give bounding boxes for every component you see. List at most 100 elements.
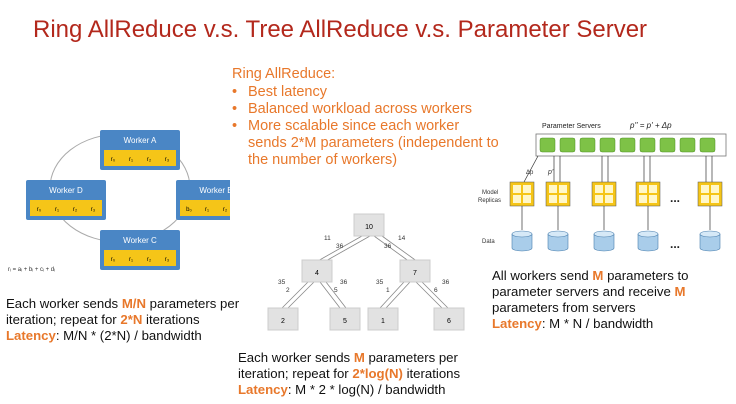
tree-node: 10 bbox=[353, 213, 385, 237]
tree-edge-label: 11 bbox=[324, 235, 331, 242]
tree-diagram: 10 4 7 2 5 1 6 11 36 36 14 35 2 36 5 35 … bbox=[267, 213, 465, 331]
worker-a-cell: r₁ bbox=[129, 157, 133, 163]
tree-edge-label: 36 bbox=[384, 243, 392, 250]
tree-node-label: 7 bbox=[413, 270, 417, 277]
worker-d-cell: r₃ bbox=[91, 207, 96, 213]
worker-a-cell: r₀ bbox=[111, 157, 116, 163]
ring-caption-b: M/N bbox=[121, 296, 146, 311]
tree-latency-label: Latency bbox=[238, 382, 288, 397]
tree-node-label: 6 bbox=[447, 318, 451, 325]
worker-d-label: Worker D bbox=[49, 186, 83, 195]
tree-edge-label: 36 bbox=[340, 279, 348, 286]
ps-shards bbox=[539, 137, 716, 153]
worker-c-cell: r₂ bbox=[147, 257, 152, 263]
tree-node-label: 4 bbox=[315, 270, 319, 277]
ps-caption-d: parameter servers and receive bbox=[492, 284, 675, 299]
ring-latency-value: : M/N * (2*N) / bandwidth bbox=[55, 328, 202, 343]
ps-caption-c: parameters to bbox=[603, 268, 689, 283]
ring-caption-f: iterations bbox=[142, 312, 200, 327]
tree-node: 1 bbox=[367, 307, 399, 331]
ps-diagram: Parameter Servers p'' = p' + Δp Δp p' Mo… bbox=[478, 121, 727, 252]
ring-diagram: Worker A r₀ r₁ r₂ r₃ Worker D r₀ r₁ r₂ r… bbox=[26, 130, 230, 270]
worker-d-cell: r₂ bbox=[73, 207, 78, 213]
ring-caption-c: parameters per bbox=[146, 296, 240, 311]
ring-caption-e: 2*N bbox=[120, 312, 143, 327]
tree-edge-label: 2 bbox=[286, 287, 290, 294]
ps-caption: All workers send M parameters to paramet… bbox=[492, 268, 732, 332]
ring-caption-a: Each worker sends bbox=[6, 296, 122, 311]
slide-title: Ring AllReduce v.s. Tree AllReduce v.s. … bbox=[33, 16, 648, 43]
worker-c-cell: r₃ bbox=[165, 257, 170, 263]
ring-bullets: Best latency Balanced workload across wo… bbox=[232, 84, 499, 169]
worker-b-cell: r₂ bbox=[223, 207, 228, 213]
tree-node: 7 bbox=[399, 259, 431, 283]
ps-caption-e: M bbox=[674, 284, 686, 299]
tree-caption-a: Each worker sends bbox=[238, 350, 354, 365]
tree-edge-label: 14 bbox=[398, 235, 406, 242]
ps-latency-label: Latency bbox=[492, 316, 542, 331]
ps-p-prime: p' bbox=[547, 169, 554, 176]
tree-node: 4 bbox=[301, 259, 333, 283]
ps-data-label: Data bbox=[482, 239, 495, 245]
bullet-3: More scalable since each worker bbox=[232, 118, 499, 135]
tree-node-label: 5 bbox=[343, 318, 347, 325]
ring-caption-d: iteration; repeat for bbox=[6, 312, 121, 327]
worker-b-cell: r₁ bbox=[205, 207, 209, 213]
ps-caption-b: M bbox=[592, 268, 604, 283]
worker-c-cell: r₁ bbox=[129, 257, 133, 263]
tree-caption-c: parameters per bbox=[364, 350, 458, 365]
ps-dots-data: ... bbox=[670, 237, 680, 251]
tree-latency-value: : M * 2 * log(N) / bandwidth bbox=[287, 382, 446, 397]
tree-caption: Each worker sends M parameters per itera… bbox=[238, 350, 488, 398]
bullet-3-cont-1: sends 2*M parameters (independent to bbox=[248, 135, 499, 151]
worker-a-cell: r₃ bbox=[165, 157, 170, 163]
ps-update-eq: p'' = p' + Δp bbox=[629, 121, 672, 130]
worker-d-cell: r₁ bbox=[55, 207, 59, 213]
worker-c-label: Worker C bbox=[123, 236, 157, 245]
tree-caption-f: iterations bbox=[402, 366, 461, 381]
tree-caption-d: iteration; repeat for bbox=[238, 366, 353, 381]
ps-data-shards bbox=[511, 230, 721, 252]
worker-d-cell: r₀ bbox=[37, 207, 42, 213]
tree-edge-label: 5 bbox=[334, 287, 338, 294]
ps-delta-p: Δp bbox=[526, 170, 534, 176]
tree-node-label: 1 bbox=[381, 318, 385, 325]
worker-c-cell: r₀ bbox=[111, 257, 116, 263]
tree-node: 5 bbox=[329, 307, 361, 331]
worker-a-label: Worker A bbox=[124, 136, 157, 145]
tree-edge-label: 36 bbox=[442, 279, 450, 286]
tree-caption-e: 2*log(N) bbox=[352, 366, 403, 381]
tree-edge-label: 6 bbox=[434, 287, 438, 294]
tree-edge-label: 35 bbox=[278, 279, 286, 286]
bullet-1: Best latency bbox=[232, 84, 499, 101]
bullet-2: Balanced workload across workers bbox=[232, 101, 499, 118]
ps-dots-replicas: ... bbox=[670, 191, 680, 205]
ps-label: Parameter Servers bbox=[542, 123, 601, 130]
tree-node-label: 10 bbox=[365, 224, 373, 231]
worker-d: Worker D r₀ r₁ r₂ r₃ bbox=[26, 180, 106, 220]
tree-node-label: 2 bbox=[281, 318, 285, 325]
worker-a-cell: r₂ bbox=[147, 157, 152, 163]
tree-edge-label: 1 bbox=[386, 287, 390, 294]
tree-edge-label: 36 bbox=[336, 243, 344, 250]
worker-b: Worker B b₀ r₁ r₂ r₃ bbox=[176, 180, 230, 220]
ps-model-label-1: Model bbox=[482, 190, 498, 196]
ps-caption-a: All workers send bbox=[492, 268, 593, 283]
ps-caption-f: parameters from servers bbox=[492, 300, 636, 315]
ring-latency-label: Latency bbox=[6, 328, 56, 343]
bullet-3-cont-2: the number of workers) bbox=[248, 152, 398, 168]
worker-b-cell: b₀ bbox=[186, 207, 192, 213]
ps-model-label-2: Replicas bbox=[478, 198, 501, 204]
tree-node: 6 bbox=[433, 307, 465, 331]
ps-model-replicas bbox=[509, 181, 723, 207]
tree-edge-label: 35 bbox=[376, 279, 384, 286]
ring-formula: rᵢ = aᵢ + bᵢ + cᵢ + dᵢ bbox=[8, 267, 56, 273]
ps-latency-value: : M * N / bandwidth bbox=[541, 316, 654, 331]
ring-heading: Ring AllReduce: bbox=[232, 66, 336, 82]
worker-b-label: Worker B bbox=[199, 186, 230, 195]
worker-c: Worker C r₀ r₁ r₂ r₃ bbox=[100, 230, 180, 270]
tree-caption-b: M bbox=[353, 350, 365, 365]
worker-a: Worker A r₀ r₁ r₂ r₃ bbox=[100, 130, 180, 170]
ring-caption: Each worker sends M/N parameters per ite… bbox=[6, 296, 256, 344]
tree-node: 2 bbox=[267, 307, 299, 331]
